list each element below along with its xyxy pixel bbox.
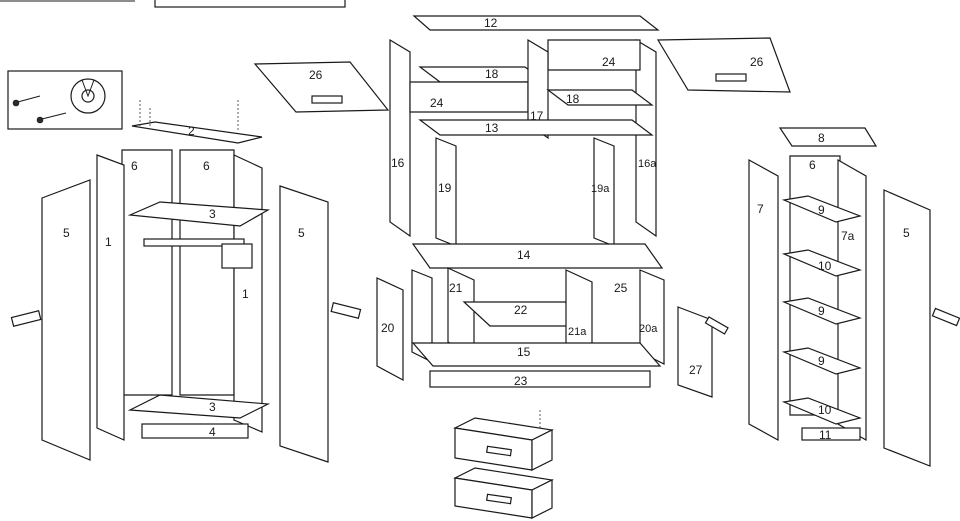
drawer-lower xyxy=(453,467,554,519)
part-10-shelf-1 xyxy=(781,249,862,277)
label-7a: 7a xyxy=(841,229,855,243)
part-18-shelf-upper xyxy=(418,66,547,83)
rail-bracket xyxy=(221,243,253,269)
label-22: 22 xyxy=(514,303,528,317)
part-17-divider xyxy=(527,38,549,140)
part-4-plinth xyxy=(141,423,249,439)
part-27-door xyxy=(677,306,713,398)
label-26b: 26 xyxy=(750,55,764,69)
label-9b: 9 xyxy=(818,304,825,318)
label-9c: 9 xyxy=(818,354,825,368)
label-20a: 20a xyxy=(639,323,658,335)
part-13-shelf xyxy=(418,119,654,136)
drawer-upper xyxy=(453,417,554,471)
left-top-panel-26 xyxy=(253,61,390,113)
label-6a: 6 xyxy=(131,159,138,173)
part-5-door xyxy=(883,189,931,467)
centre-hutch xyxy=(389,15,660,247)
part-5-door-right xyxy=(279,185,329,463)
part-15-bottom xyxy=(411,342,662,367)
part-20-door xyxy=(376,277,404,382)
label-3a: 3 xyxy=(209,207,216,221)
right-shelf-unit xyxy=(748,127,960,467)
part-labels: 1 1 2 3 3 4 5 5 5 6 6 6 7 7a 8 9 9 9 10 … xyxy=(63,16,910,442)
part-23-plinth xyxy=(429,370,651,388)
label-2: 2 xyxy=(188,124,195,138)
part-9-shelf-3 xyxy=(781,347,862,375)
label-26a: 26 xyxy=(309,68,323,82)
part-3-shelf-top xyxy=(127,201,271,227)
label-14: 14 xyxy=(517,248,531,262)
part-9-shelf-2 xyxy=(781,297,862,325)
label-20: 20 xyxy=(381,321,395,335)
label-3b: 3 xyxy=(209,400,216,414)
label-1b: 1 xyxy=(242,287,249,301)
label-4: 4 xyxy=(209,425,216,439)
label-9a: 9 xyxy=(818,203,825,217)
label-5c: 5 xyxy=(903,226,910,240)
part-14-top xyxy=(411,243,664,269)
hardware-inset xyxy=(7,70,123,130)
label-10b: 10 xyxy=(818,403,832,417)
label-1: 1 xyxy=(105,235,112,249)
part-6-back-left xyxy=(121,149,173,396)
label-15: 15 xyxy=(517,345,531,359)
top-frame-fragment xyxy=(0,0,346,8)
label-7: 7 xyxy=(757,202,764,216)
hanging-rail xyxy=(143,238,245,247)
label-23: 23 xyxy=(514,374,528,388)
label-6c: 6 xyxy=(809,158,816,172)
part-16a-side xyxy=(635,38,657,238)
label-18a: 18 xyxy=(485,67,499,81)
part-24-back-left xyxy=(409,81,529,113)
part-6-back-right xyxy=(179,149,235,396)
label-24b: 24 xyxy=(602,55,616,69)
part-9-shelf-1 xyxy=(781,195,862,223)
part-24-back-right xyxy=(547,39,641,71)
label-27: 27 xyxy=(689,363,703,377)
label-25: 25 xyxy=(614,281,628,295)
label-12: 12 xyxy=(484,16,498,30)
part-18-shelf-right xyxy=(546,89,654,106)
label-17: 17 xyxy=(530,109,544,123)
left-wardrobe xyxy=(10,100,362,463)
label-16a: 16a xyxy=(638,158,657,170)
label-19: 19 xyxy=(438,181,452,195)
label-11: 11 xyxy=(819,428,832,442)
label-24a: 24 xyxy=(430,96,444,110)
label-8: 8 xyxy=(818,131,825,145)
screw-icon xyxy=(12,95,67,124)
door-handle-27 xyxy=(704,316,729,335)
label-18b: 18 xyxy=(566,92,580,106)
centre-base xyxy=(376,243,729,519)
label-19a: 19a xyxy=(591,183,610,195)
cam-lock-icon xyxy=(70,78,106,114)
right-top-panel-26 xyxy=(656,37,791,93)
label-13: 13 xyxy=(485,121,499,135)
label-10a: 10 xyxy=(818,259,832,273)
part-3-shelf-bottom xyxy=(127,394,271,419)
part-5-door-left xyxy=(41,179,91,461)
part-7a-side xyxy=(837,158,867,442)
part-10-shelf-2 xyxy=(781,397,862,425)
label-5b: 5 xyxy=(298,226,305,240)
label-5a: 5 xyxy=(63,226,70,240)
part-11-plinth xyxy=(801,427,861,441)
part-1-side-left xyxy=(96,154,125,441)
door-handle-right xyxy=(330,302,362,319)
label-16: 16 xyxy=(391,156,405,170)
part-6-back xyxy=(789,155,841,416)
part-16-side xyxy=(389,38,411,238)
part-12-top xyxy=(412,15,660,31)
door-handle-left xyxy=(10,310,42,327)
part-8-top xyxy=(778,127,878,147)
label-6b: 6 xyxy=(203,159,210,173)
part-25-side xyxy=(639,269,665,365)
part-7-side xyxy=(748,158,779,442)
part-2-top xyxy=(131,121,263,144)
label-21a: 21a xyxy=(568,326,587,338)
door-handle-right-unit xyxy=(931,307,960,327)
label-21: 21 xyxy=(449,281,463,295)
